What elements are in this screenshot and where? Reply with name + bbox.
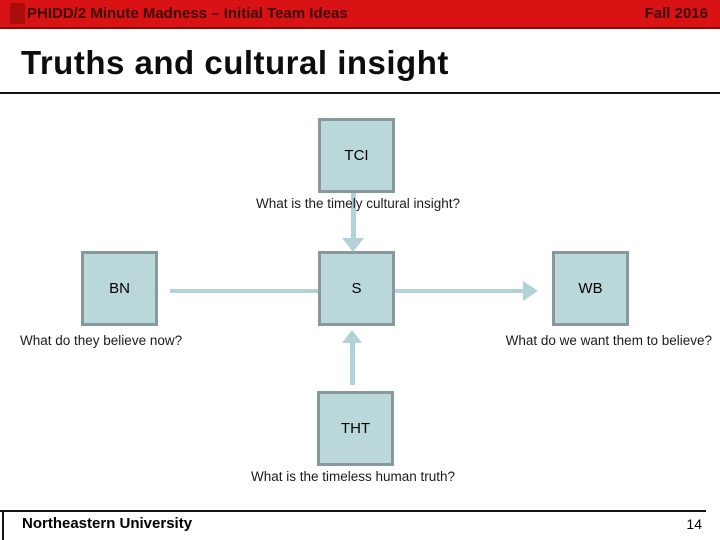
node-tci-label: TCI	[344, 147, 369, 164]
caption-want-to-believe: What do we want them to believe?	[505, 333, 712, 348]
arrow-s-to-wb-stem	[395, 289, 523, 293]
node-tht-label: THT	[340, 420, 371, 437]
title-divider	[0, 92, 720, 94]
footer-left-edge	[2, 510, 4, 540]
connector-bn-to-s	[170, 289, 318, 293]
node-bn-label: BN	[109, 280, 130, 297]
slide-title: Truths and cultural insight	[21, 44, 449, 81]
header-course-title: PHIDD/2 Minute Madness – Initial Team Id…	[27, 5, 348, 22]
caption-timeless-human-truth: What is the timeless human truth?	[250, 469, 456, 484]
arrow-up-icon	[342, 330, 362, 343]
node-s: S	[318, 251, 395, 326]
arrow-tht-to-s-stem	[350, 343, 355, 385]
node-wb: WB	[552, 251, 629, 326]
header-bar: PHIDD/2 Minute Madness – Initial Team Id…	[0, 0, 720, 29]
footer-divider	[0, 510, 706, 512]
header-term: Fall 2016	[644, 5, 708, 22]
node-tci: TCI	[318, 118, 395, 193]
node-bn: BN	[81, 251, 158, 326]
arrow-down-icon	[342, 238, 364, 252]
logo-mark-icon	[10, 3, 25, 24]
arrow-right-icon	[523, 281, 538, 301]
caption-believe-now: What do they believe now?	[20, 333, 183, 348]
node-tht: THT	[317, 391, 394, 466]
caption-timely-cultural-insight: What is the timely cultural insight?	[255, 196, 461, 211]
arrow-tci-to-s-stem	[351, 193, 356, 238]
node-wb-label: WB	[578, 280, 603, 297]
node-s-label: S	[351, 280, 362, 297]
footer-page-number: 14	[686, 516, 702, 532]
footer-institution: Northeastern University	[22, 515, 193, 532]
